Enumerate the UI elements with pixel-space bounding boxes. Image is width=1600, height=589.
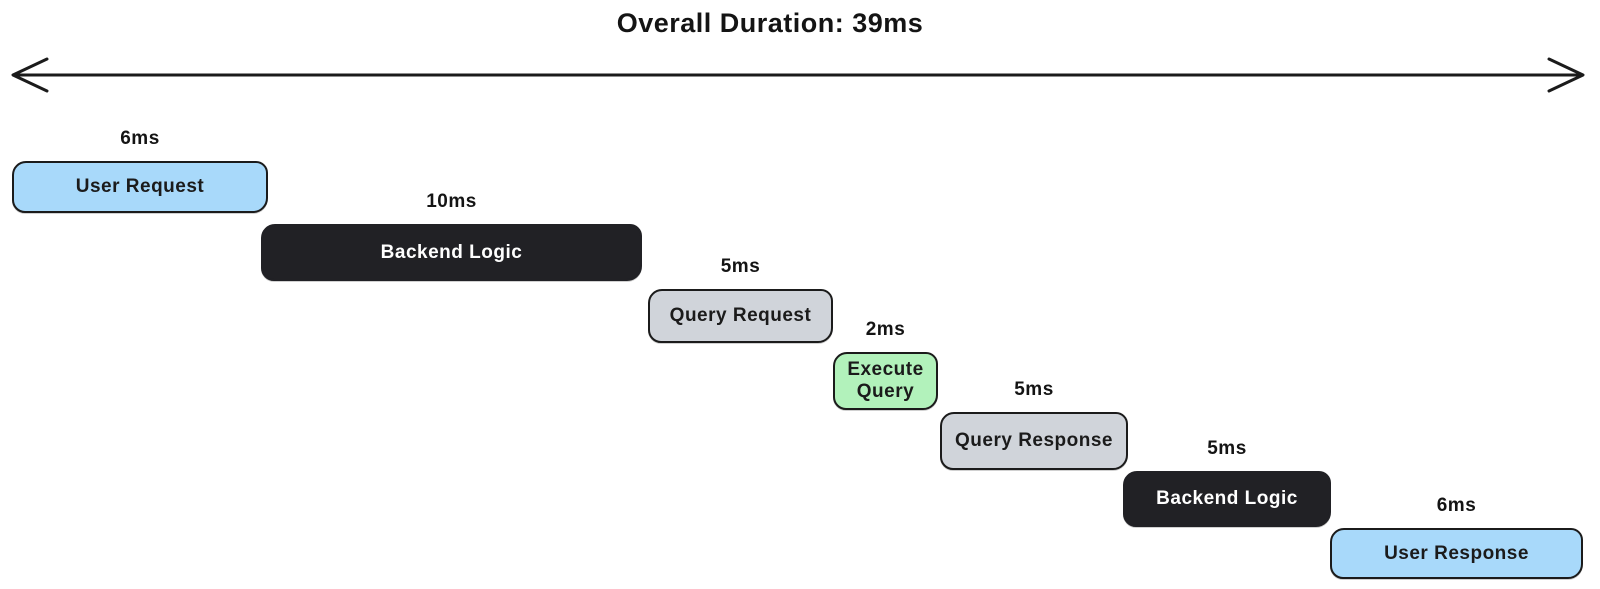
duration-label: 6ms [120,127,160,149]
timeline-step-query-response: 5ms Query Response [940,367,1128,470]
box-backend-logic-1: Backend Logic [261,224,642,281]
box-execute-query: Execute Query [833,352,938,410]
duration-arrow [11,57,1585,93]
box-user-response: User Response [1330,528,1583,579]
timeline-step-backend-logic-2: 5ms Backend Logic [1123,426,1331,527]
box-query-request: Query Request [648,289,833,343]
box-user-request: User Request [12,161,268,213]
duration-label: 5ms [1207,437,1247,459]
timeline-step-query-request: 5ms Query Request [648,244,833,343]
timeline-step-user-response: 6ms User Response [1330,483,1583,579]
duration-label: 2ms [865,318,906,340]
timeline-step-execute-query: 2ms Execute Query [833,307,938,410]
duration-label: 10ms [426,190,477,212]
duration-label: 5ms [720,255,761,277]
duration-label: 6ms [1436,494,1477,516]
box-backend-logic-2: Backend Logic [1123,471,1331,527]
timeline-step-user-request: 6ms User Request [12,116,268,213]
diagram-title: Overall Duration: 39ms [616,8,924,38]
timeline-step-backend-logic-1: 10ms Backend Logic [261,179,642,281]
box-query-response: Query Response [940,412,1128,470]
duration-label: 5ms [1014,378,1054,400]
